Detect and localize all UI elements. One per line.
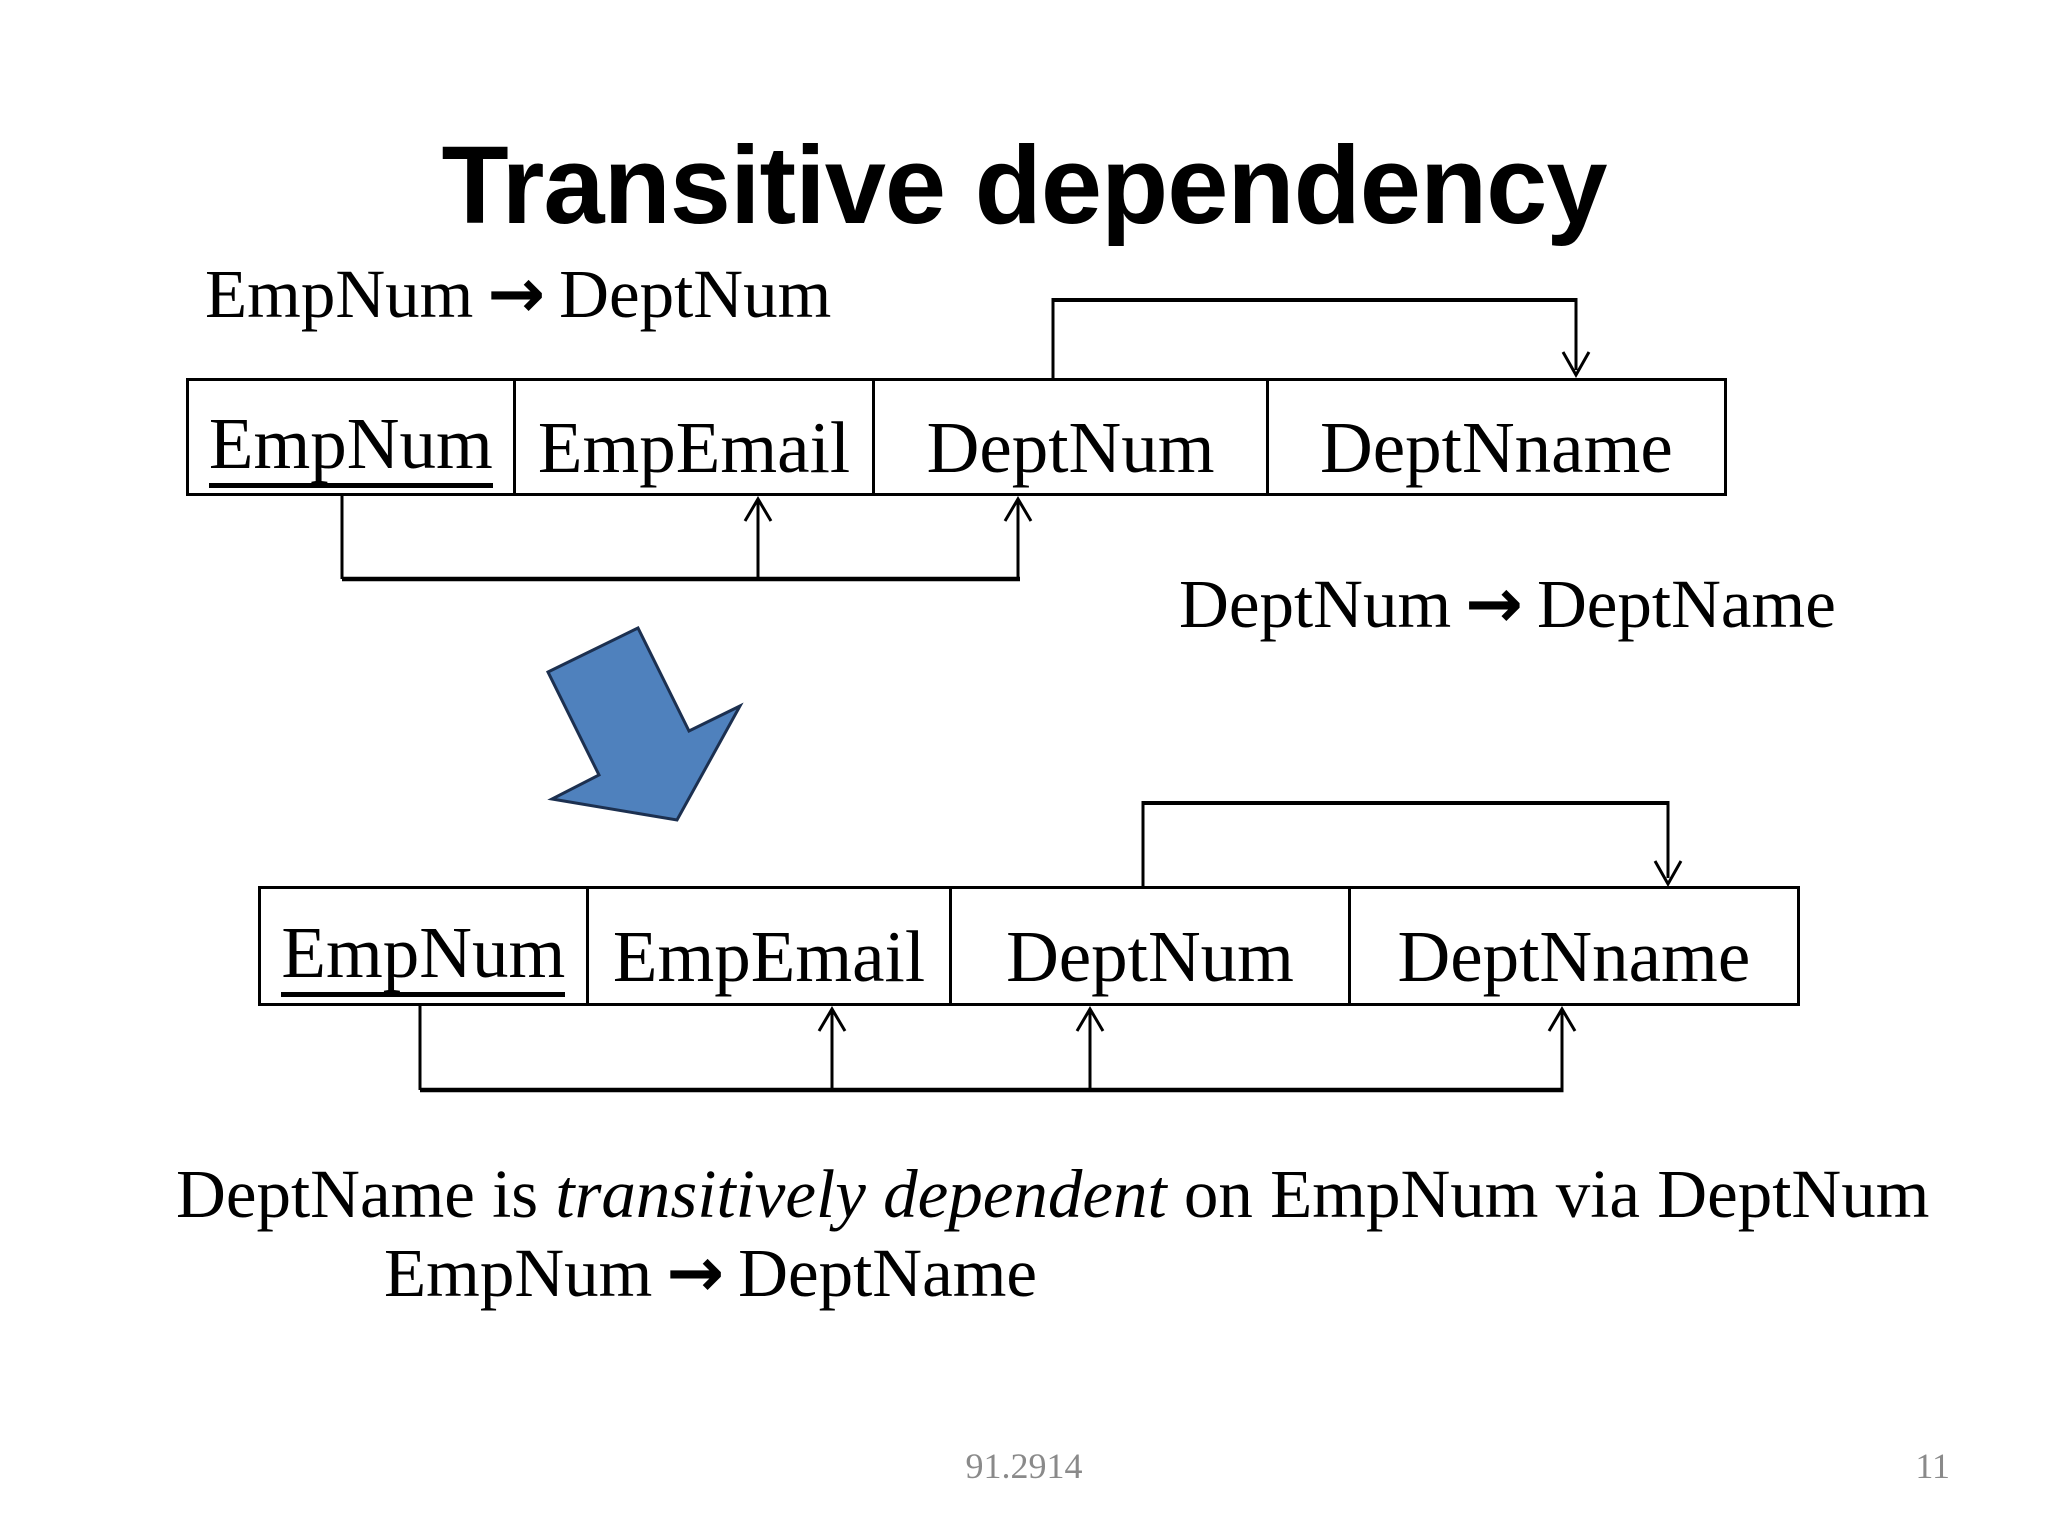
up-arrowhead [1547,1006,1577,1032]
down-arrowhead [1653,860,1683,888]
primary-key-label: EmpNum [208,407,493,488]
table-bottom-cell-deptnname: DeptNname [1351,889,1797,1003]
column-label: EmpEmail [537,406,851,488]
up-arrowhead [743,496,773,522]
up-arrowhead [1003,496,1033,522]
table-bottom-cell-deptnum: DeptNum [952,889,1351,1003]
fd-rhs: DeptName [1536,566,1836,642]
table2-bottom-connector [418,1006,1577,1093]
caption-prefix: DeptName is [176,1156,556,1232]
primary-key-label: EmpNum [281,916,566,997]
column-label: DeptNum [1006,915,1294,997]
column-label: DeptNname [1320,406,1673,488]
up-arrowhead [817,1006,847,1032]
table-bottom-cell-empemail: EmpEmail [589,889,953,1003]
fd-rhs: DeptName [738,1235,1038,1311]
column-label: DeptNname [1397,915,1751,997]
caption-suffix: on EmpNum via DeptNum [1166,1156,1930,1232]
down-arrow-shape [545,625,744,822]
table-bottom-cell-empnum: EmpNum [261,889,589,1003]
fd-arrow-icon: → [666,1233,725,1313]
transform-arrow [545,625,744,822]
fd-lhs: DeptNum [1179,566,1452,642]
column-label: DeptNum [926,406,1215,488]
relation-table-bottom: EmpNum EmpEmail DeptNum DeptNname [258,886,1800,1006]
caption-transitive: DeptName is transitively dependent on Em… [176,1160,1929,1229]
slide-page-number: 11 [1915,1446,1950,1486]
fd-lhs: EmpNum [205,256,474,332]
fd-empnum-deptnum: EmpNum→DeptNum [205,260,831,329]
fd-arrow-icon: → [1465,564,1523,644]
fd-empnum-deptname: EmpNum→DeptName [384,1239,1037,1308]
caption-emphasis: transitively dependent [555,1156,1167,1232]
down-arrowhead [1561,351,1591,379]
table-top-cell-deptnum: DeptNum [875,381,1269,493]
fd-lhs: EmpNum [384,1235,653,1311]
table-top-cell-empemail: EmpEmail [516,381,876,493]
table-top-cell-empnum: EmpNum [189,381,516,493]
table2-top-connector [1141,801,1683,888]
table1-top-connector [1051,298,1591,379]
footer-course-code: 91.2914 [965,1446,1083,1486]
table1-bottom-connector [340,496,1033,582]
fd-rhs: DeptNum [559,256,832,332]
fd-deptnum-deptname: DeptNum→DeptName [1179,570,1836,639]
relation-table-top: EmpNum EmpEmail DeptNum DeptNname [186,378,1727,496]
up-arrowhead [1075,1006,1105,1032]
page-title: Transitive dependency [441,124,1608,247]
table-top-cell-deptnname: DeptNname [1269,381,1724,493]
fd-arrow-icon: → [487,254,546,334]
column-label: EmpEmail [612,915,926,997]
